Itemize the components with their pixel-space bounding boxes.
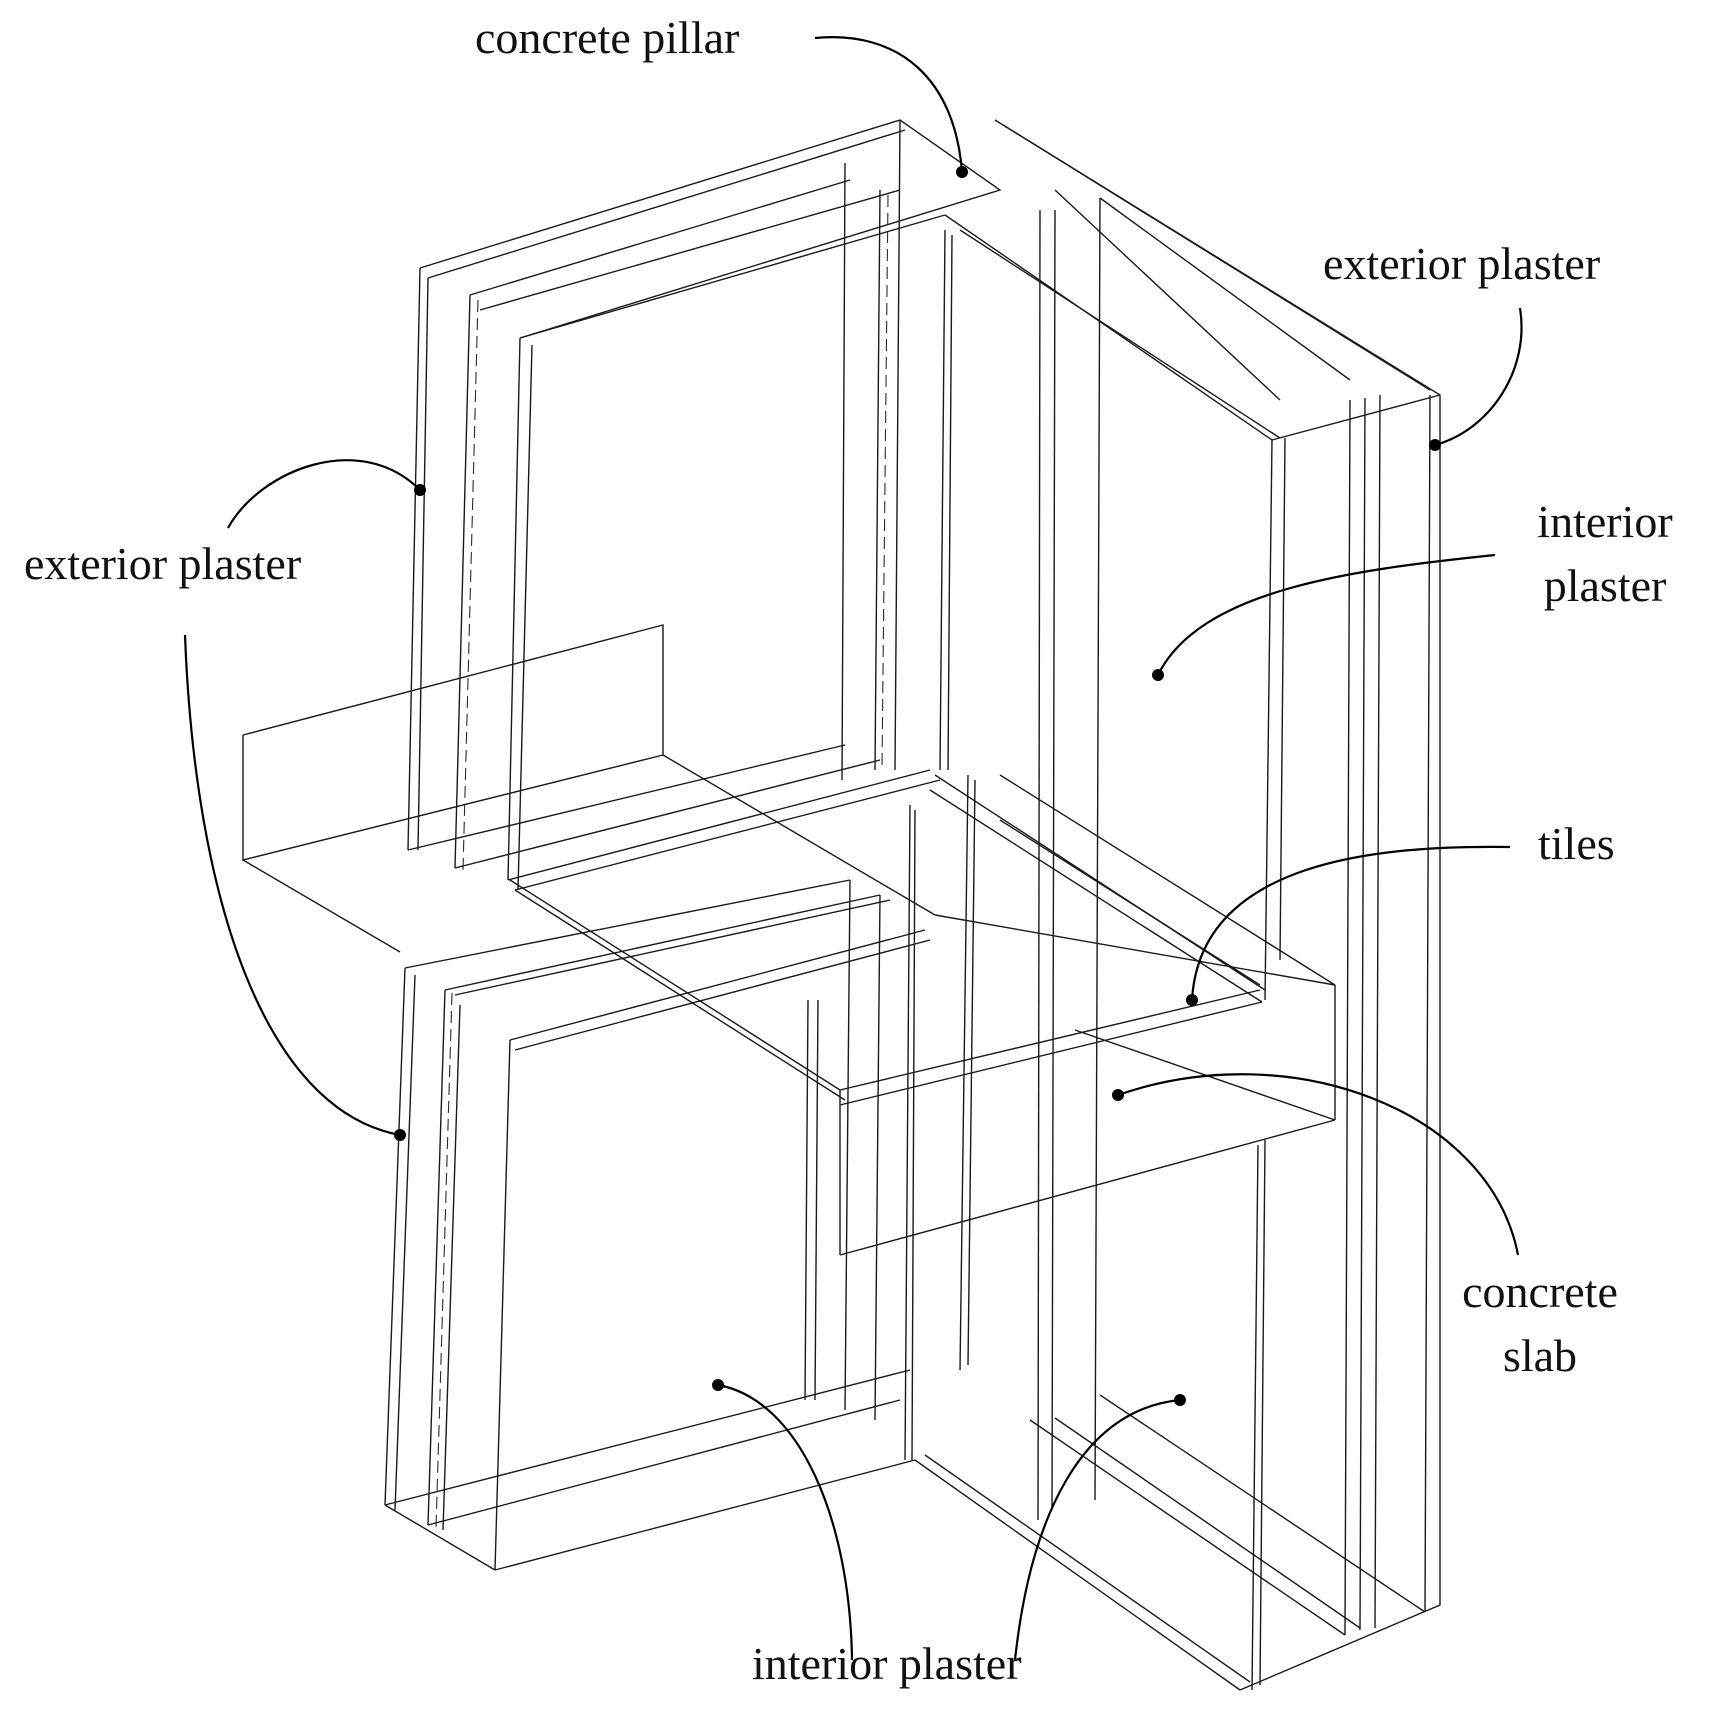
label-interior-plaster-bottom: interior plaster — [752, 1638, 1022, 1689]
leader-interior-plaster-bottom-left — [717, 1383, 854, 1661]
right-wall — [914, 119, 1441, 1691]
leader-exterior-plaster-left-bottom — [183, 634, 401, 1137]
label-concrete-slab: concrete slab — [1430, 1260, 1650, 1388]
leader-concrete-pillar — [814, 36, 964, 173]
leaders — [183, 36, 1523, 1661]
dot-exterior-plaster-top-right — [1429, 439, 1441, 451]
label-concrete-slab-line2: slab — [1502, 1330, 1578, 1381]
leader-interior-plaster-right — [1157, 553, 1496, 676]
leader-exterior-plaster-left-top — [227, 459, 421, 529]
label-tiles: tiles — [1538, 818, 1615, 869]
leader-exterior-plaster-top-right — [1434, 307, 1523, 447]
leader-concrete-slab — [1117, 1073, 1520, 1256]
left-wall-upper — [407, 119, 1002, 891]
dot-concrete-pillar — [956, 166, 968, 178]
leader-interior-plaster-bottom-right — [1013, 1398, 1181, 1661]
dot-concrete-slab — [1112, 1089, 1124, 1101]
dot-exterior-plaster-left-bottom — [394, 1129, 406, 1141]
label-exterior-plaster-top-right: exterior plaster — [1323, 238, 1601, 289]
upper-slab — [242, 624, 1336, 1256]
leader-tiles — [1190, 845, 1511, 1001]
dot-interior-plaster-right — [1152, 669, 1164, 681]
dot-exterior-plaster-left-top — [414, 484, 426, 496]
label-concrete-pillar: concrete pillar — [475, 12, 740, 63]
label-exterior-plaster-left: exterior plaster — [24, 538, 302, 589]
leader-dots — [394, 166, 1441, 1406]
label-interior-plaster-right-line1: interior — [1537, 496, 1673, 547]
label-interior-plaster-right-line2: plaster — [1543, 560, 1667, 611]
dot-interior-plaster-bottom-left — [712, 1379, 724, 1391]
dot-interior-plaster-bottom-right — [1174, 1394, 1186, 1406]
dot-tiles — [1186, 994, 1198, 1006]
label-concrete-slab-line1: concrete — [1462, 1266, 1618, 1317]
left-wall-lower — [384, 774, 1266, 1691]
label-interior-plaster-right: interior plaster — [1510, 490, 1700, 618]
